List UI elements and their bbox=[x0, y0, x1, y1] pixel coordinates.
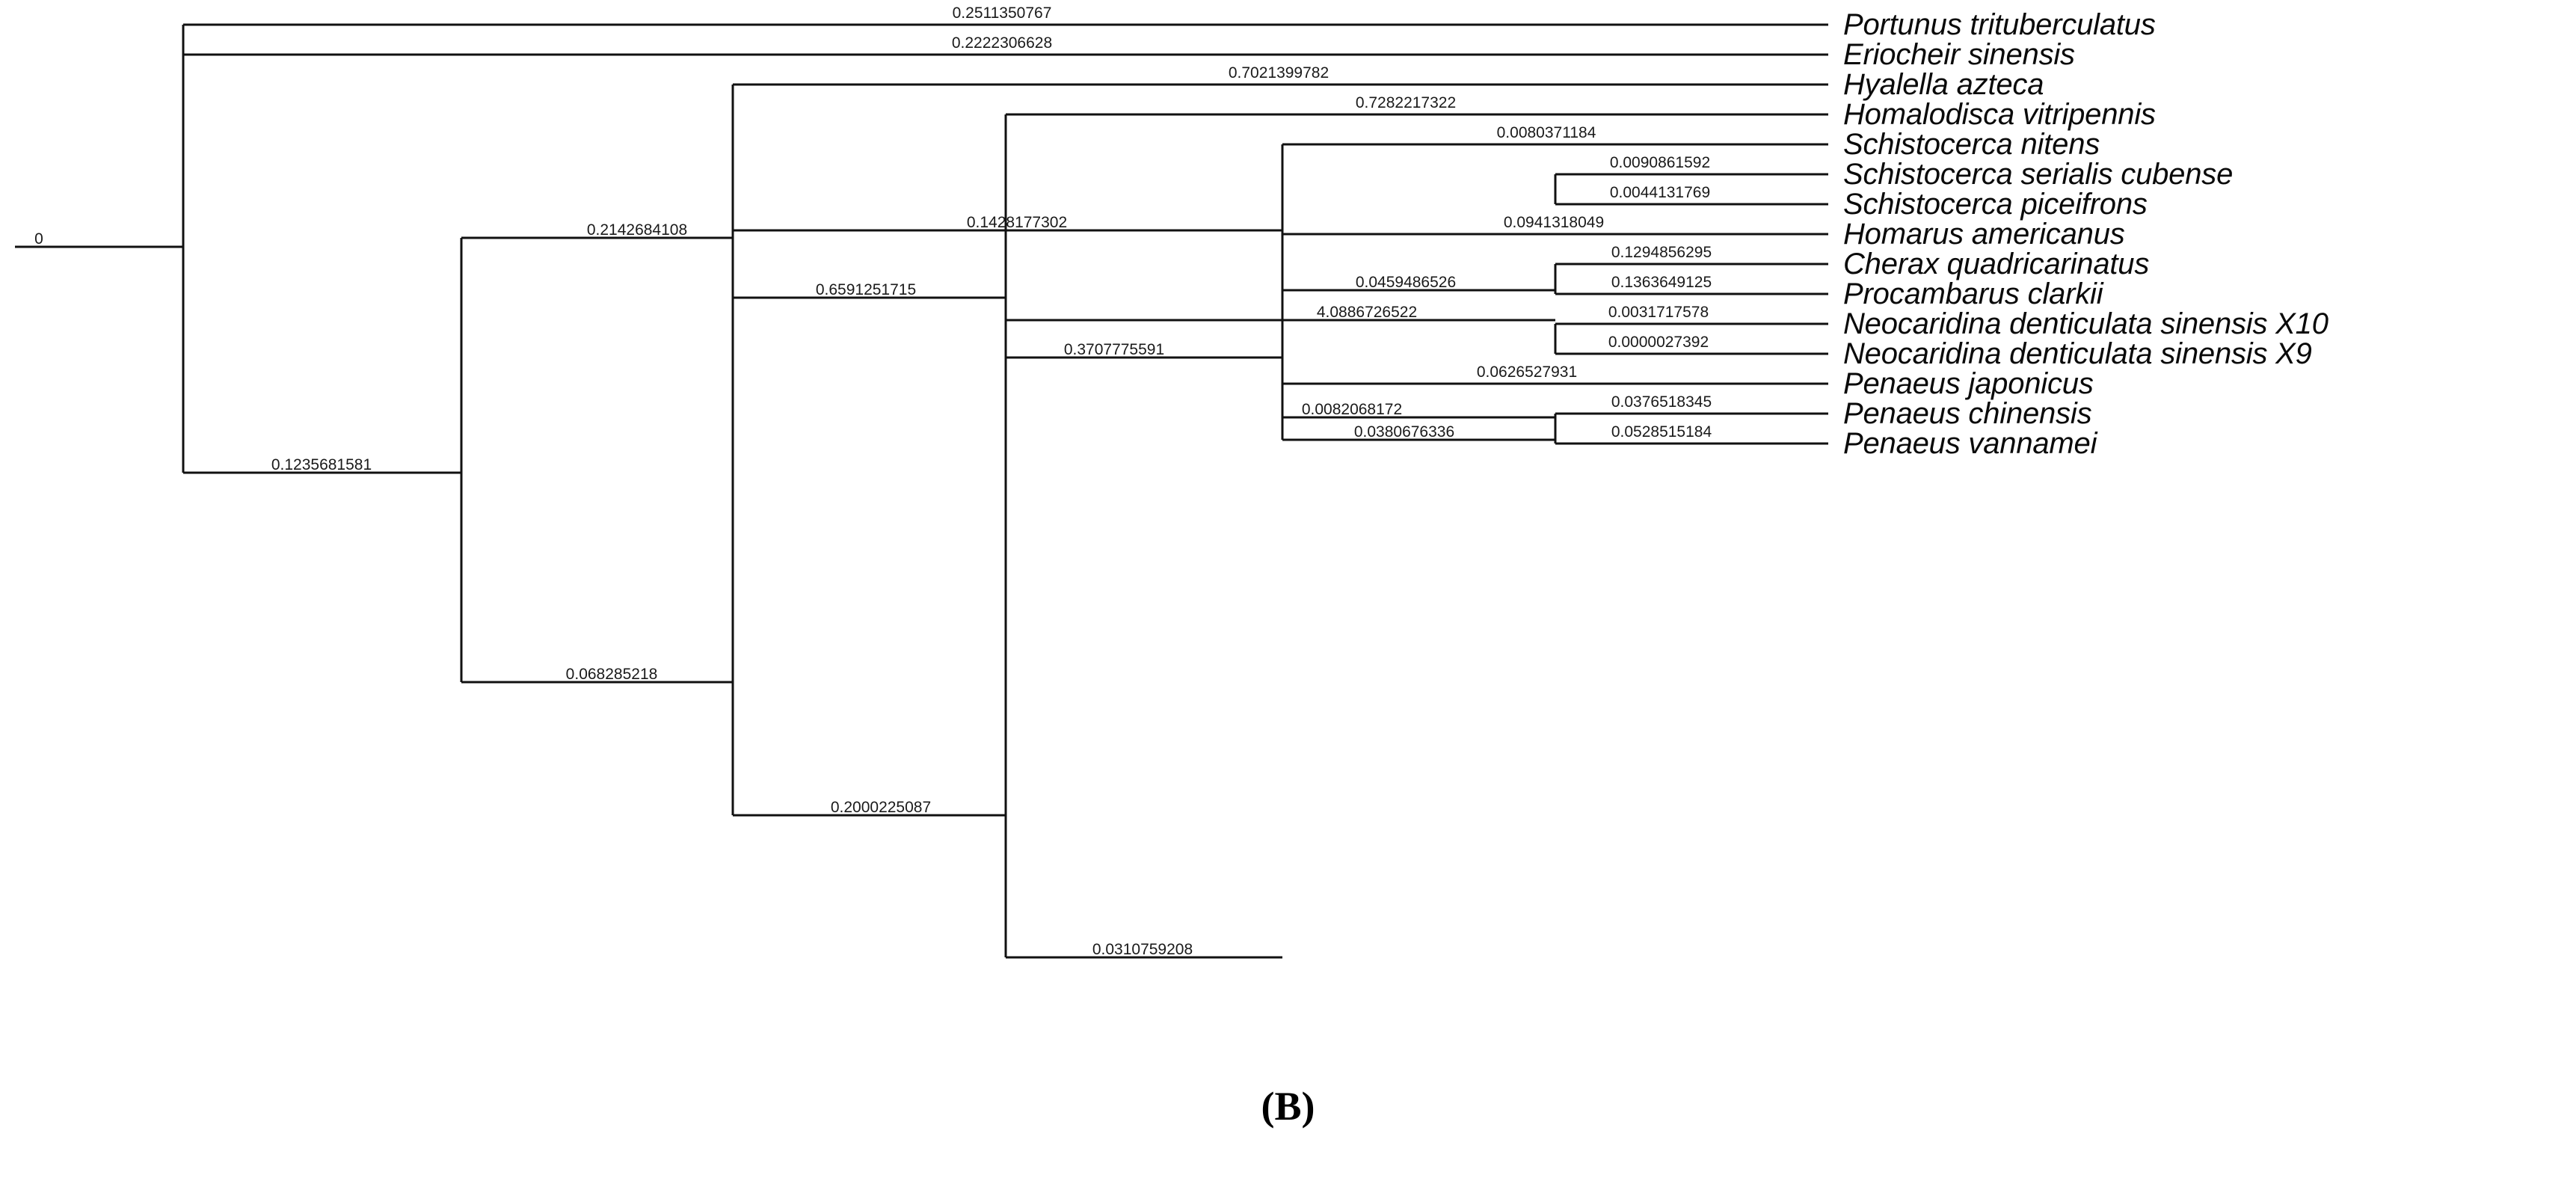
branch-length-label: 0.0310759208 bbox=[1092, 941, 1193, 958]
tip-label: Neocaridina denticulata sinensis X9 bbox=[1843, 337, 2312, 370]
branch-length-label: 0.0528515184 bbox=[1611, 423, 1712, 441]
branch-length-label: 0.2142684108 bbox=[586, 221, 688, 239]
branch-length-label: 0 bbox=[34, 230, 43, 248]
branch-length-label: 0.7282217322 bbox=[1355, 94, 1457, 111]
branch-length-label: 0.3707775591 bbox=[1063, 341, 1165, 358]
branch-length-label: 0.068285218 bbox=[565, 666, 658, 683]
tip-label: Procambarus clarkii bbox=[1843, 277, 2103, 310]
panel-caption: (B) bbox=[1261, 1084, 1315, 1129]
tip-label: Cherax quadricarinatus bbox=[1843, 248, 2150, 280]
branch-length-label: 0.0082068172 bbox=[1301, 401, 1403, 418]
branch-length-label: 0.0459486526 bbox=[1355, 274, 1457, 291]
tip-label: Penaeus japonicus bbox=[1843, 367, 2094, 400]
branch-length-label: 0.1294856295 bbox=[1611, 244, 1712, 261]
branch-length-label: 0.2000225087 bbox=[830, 799, 932, 816]
branch-length-label: 0.1235681581 bbox=[271, 456, 372, 473]
branch-length-label: 0.1363649125 bbox=[1611, 274, 1712, 291]
branch-length-label: 0.0031717578 bbox=[1608, 304, 1709, 321]
branch-length-label: 0.0044131769 bbox=[1609, 184, 1711, 201]
branch-length-label: 4.0886726522 bbox=[1316, 304, 1418, 321]
branch-length-label: 0.6591251715 bbox=[815, 281, 917, 298]
vertical-connectors bbox=[182, 25, 1557, 957]
tip-label: Schistocerca nitens bbox=[1843, 128, 2100, 161]
branch-length-label: 0.0941318049 bbox=[1503, 214, 1605, 231]
tip-label: Hyalella azteca bbox=[1843, 68, 2044, 101]
tip-label: Penaeus vannamei bbox=[1843, 427, 2097, 460]
branch-length-label: 0.7021399782 bbox=[1228, 64, 1330, 82]
tip-label: Schistocerca piceifrons bbox=[1843, 188, 2148, 221]
branch-length-label: 0.0380676336 bbox=[1353, 423, 1455, 441]
branch-length-label: 0.0080371184 bbox=[1496, 124, 1596, 141]
tip-label: Homalodisca vitripennis bbox=[1843, 98, 2156, 131]
branch-length-label: 0.0626527931 bbox=[1476, 363, 1578, 381]
branch-length-label: 0.0376518345 bbox=[1611, 393, 1712, 411]
branch-length-label: 0.1428177302 bbox=[966, 214, 1068, 231]
branch-length-label: 0.2511350767 bbox=[952, 4, 1052, 22]
tip-label: Neocaridina denticulata sinensis X10 bbox=[1843, 307, 2328, 340]
tip-label: Schistocerca serialis cubense bbox=[1843, 158, 2234, 191]
tip-label: Homarus americanus bbox=[1843, 218, 2125, 251]
tip-label: Penaeus chinensis bbox=[1843, 397, 2092, 430]
horizontal-branches bbox=[15, 23, 1828, 959]
tip-label: Eriocheir sinensis bbox=[1843, 38, 2075, 71]
branch-length-label: 0.2222306628 bbox=[951, 34, 1053, 52]
tip-label: Portunus trituberculatus bbox=[1843, 8, 2156, 41]
branch-length-label: 0.0090861592 bbox=[1609, 154, 1711, 171]
branch-length-label: 0.0000027392 bbox=[1608, 334, 1709, 351]
